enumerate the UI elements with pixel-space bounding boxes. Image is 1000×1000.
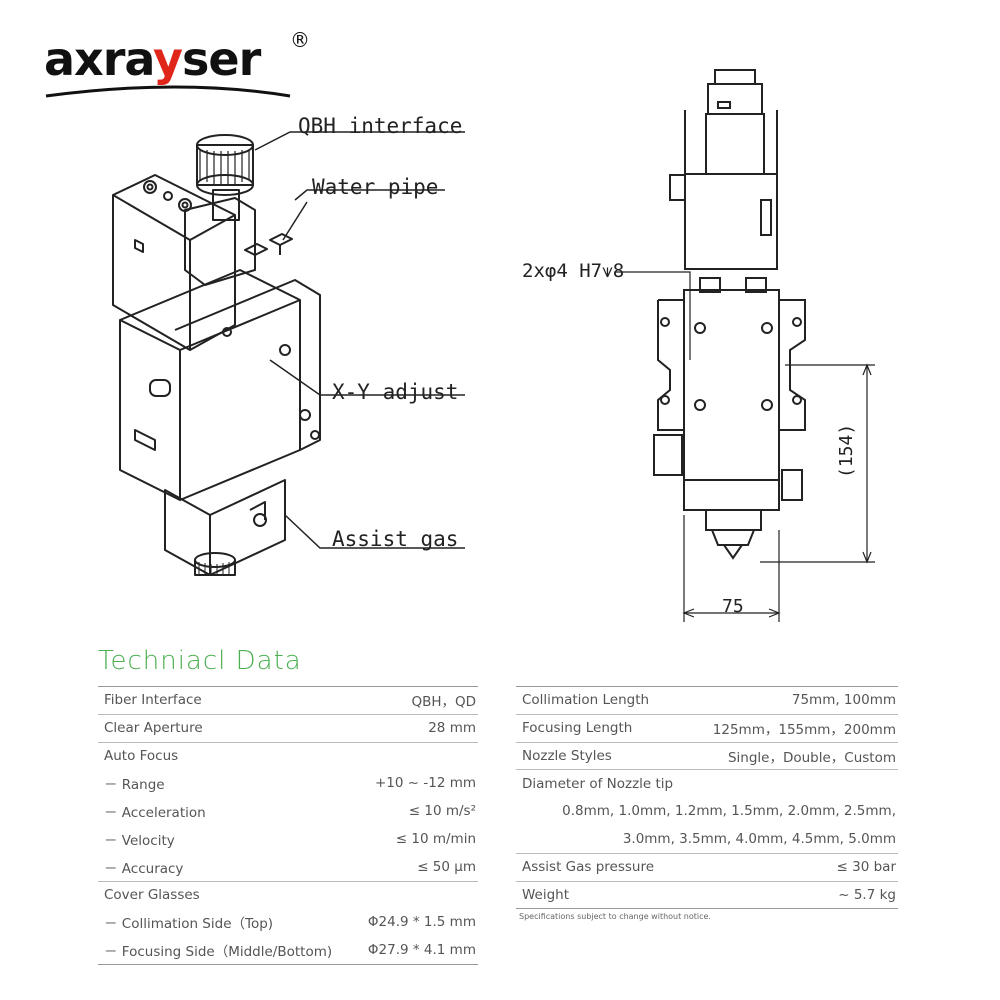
callout-xy-adjust: X-Y adjust — [332, 380, 459, 404]
callout-qbh-interface: QBH interface — [298, 114, 463, 138]
table-row: Auto Focus — [98, 741, 478, 770]
table-row: － Accuracy≤ 50 μm — [104, 858, 476, 877]
cutting-head-iso-drawing — [112, 131, 465, 576]
table-row: 3.0mm, 3.5mm, 4.0mm, 4.5mm, 5.0mm — [622, 830, 896, 847]
table-row: － Collimation Side（Top)Φ24.9 * 1.5 mm — [104, 914, 476, 933]
section-title: Techniacl Data — [98, 646, 302, 676]
logo-swoosh — [45, 85, 291, 98]
dimension-height-label: (154) — [836, 423, 857, 478]
callout-mounting-holes: 2xφ4 H7⩛8 — [522, 260, 625, 282]
dimension-width-label: 75 — [722, 596, 744, 617]
cutting-head-front-drawing — [615, 69, 875, 622]
table-row: 0.8mm, 1.0mm, 1.2mm, 1.5mm, 2.0mm, 2.5mm… — [562, 803, 896, 820]
brand-logo: axrayser ® — [40, 28, 320, 105]
table-row: Diameter of Nozzle tip — [516, 769, 898, 797]
table-row: Assist Gas pressure≤ 30 bar — [516, 852, 898, 881]
registered-mark: ® — [290, 28, 310, 52]
table-row: － Acceleration≤ 10 m/s² — [104, 803, 476, 822]
table-row: Cover Glasses — [98, 880, 478, 909]
logo-wordmark: axrayser — [44, 32, 261, 86]
table-row: － Range+10 ~ -12 mm — [104, 775, 476, 794]
footnote: Specifications subject to change without… — [519, 912, 711, 921]
table-row: － Velocity≤ 10 m/min — [104, 830, 476, 849]
table-row: Weight~ 5.7 kg — [516, 880, 898, 909]
callout-assist-gas: Assist gas — [332, 527, 459, 551]
callout-water-pipe: Water pipe — [312, 175, 439, 199]
table-row: － Focusing Side（Middle/Bottom)Φ27.9 * 4.… — [104, 942, 476, 961]
